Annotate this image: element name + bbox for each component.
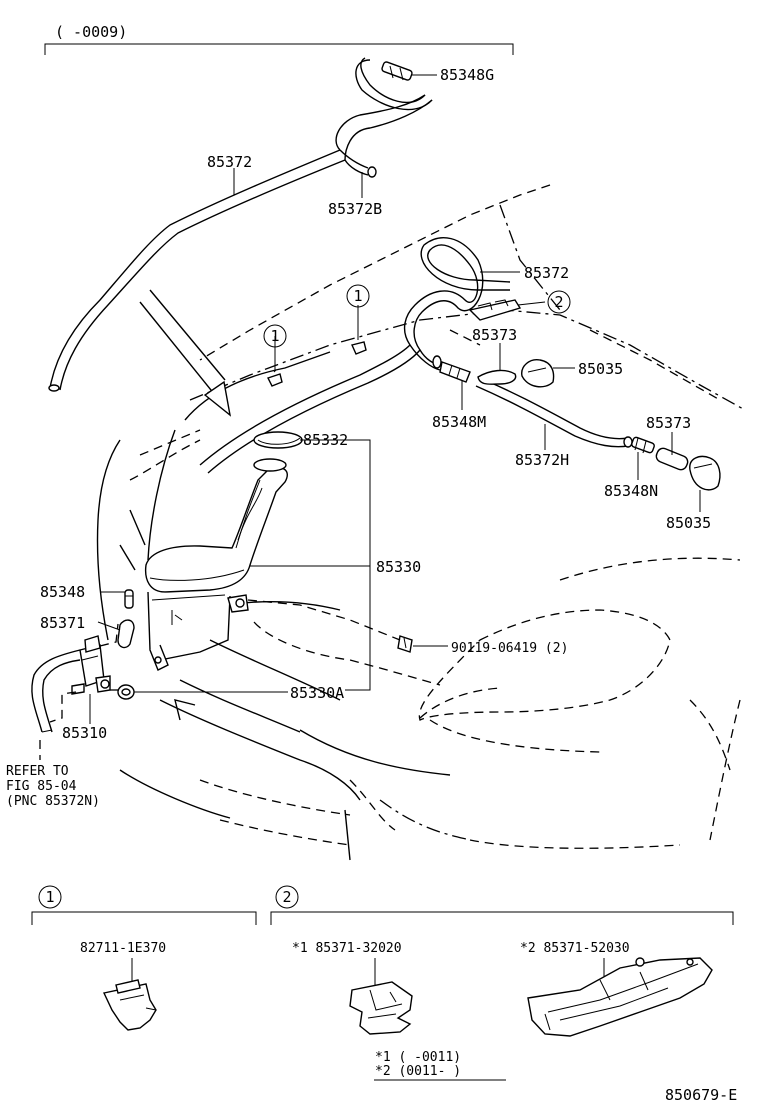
connector-85348N [631,436,655,454]
hose-85372-top [48,57,433,392]
label-82711-1E370: 82711-1E370 [80,941,166,956]
callout-1-bottom-text: 1 [45,888,54,906]
callout-1-mid: 1 [346,284,370,308]
range-label: ( -0009) [55,23,127,41]
note-2: *2 (0011- ) [375,1064,461,1079]
label-90119: 90119-06419 (2) [451,641,568,656]
washer-tank-85330 [144,466,288,671]
connector-85348M [439,361,471,383]
callout-1-mid-text: 1 [353,287,362,305]
label-85372H: 85372H [515,451,569,469]
connector-85348G [381,61,413,81]
nozzle-85035-b [689,455,721,491]
label-85372B: 85372B [328,200,382,218]
callout-2-bottom-text: 2 [282,888,291,906]
range-bracket: ( -0009) [44,23,514,55]
callout-1-left-text: 1 [270,327,279,345]
label-85035-b: 85035 [666,514,711,532]
label-85372-mid: 85372 [524,264,569,282]
bolt-90119 [397,635,413,653]
label-85348: 85348 [40,583,85,601]
body-outline [119,557,741,861]
joint-85373-a [477,369,517,385]
label-85035-a: 85035 [578,360,623,378]
location-arrow [139,289,232,417]
pump-hoses [31,623,120,760]
cap-85332 [253,431,303,449]
refer-line-1: REFER TO [6,764,69,779]
label-85371-52030: *2 85371-52030 [520,941,630,956]
hood-front-panel [119,351,331,571]
label-85332: 85332 [303,431,348,449]
connector-85348 [124,589,134,609]
leader-lines [89,74,701,724]
callout-1-left: 1 [263,324,287,348]
detail-section-1: 1 82711-1E370 [31,885,257,1031]
label-85371-32020: *1 85371-32020 [292,941,402,956]
filler-neck-top [253,458,287,472]
label-85371: 85371 [40,614,85,632]
detail-section-2: 2 *1 85371-32020 *2 85371-52030 [270,885,734,1037]
label-85330: 85330 [376,558,421,576]
clip-82711-left [267,369,283,387]
label-85330A: 85330A [290,684,344,702]
refer-line-3: (PNC 85372N) [6,794,100,809]
label-85348N: 85348N [604,482,658,500]
date-notes: *1 ( -0011) *2 (0011- ) [374,1050,506,1081]
note-1: *1 ( -0011) [375,1050,461,1065]
label-85348M: 85348M [432,413,486,431]
grommet-85330A [117,684,135,700]
hose-85371 [117,619,135,649]
label-85348G: 85348G [440,66,494,84]
hose-85372-mid [199,237,511,474]
label-85372-top: 85372 [207,153,252,171]
joint-85373-b [655,447,689,471]
label-85373-a: 85373 [472,326,517,344]
nozzle-85035-a [521,359,555,388]
clip-85371-mid [468,299,522,321]
refer-line-2: FIG 85-04 [6,779,77,794]
hose-85372H [475,377,633,448]
clip-82711-mid [351,341,367,355]
callout-2-mid: 2 [547,290,571,314]
figure-id: 850679-E [665,1086,737,1104]
callout-2-mid-text: 2 [554,293,563,311]
label-85310: 85310 [62,724,107,742]
refer-note: REFER TO FIG 85-04 (PNC 85372N) [6,764,100,809]
label-85373-b: 85373 [646,414,691,432]
pump-85310 [71,635,111,695]
